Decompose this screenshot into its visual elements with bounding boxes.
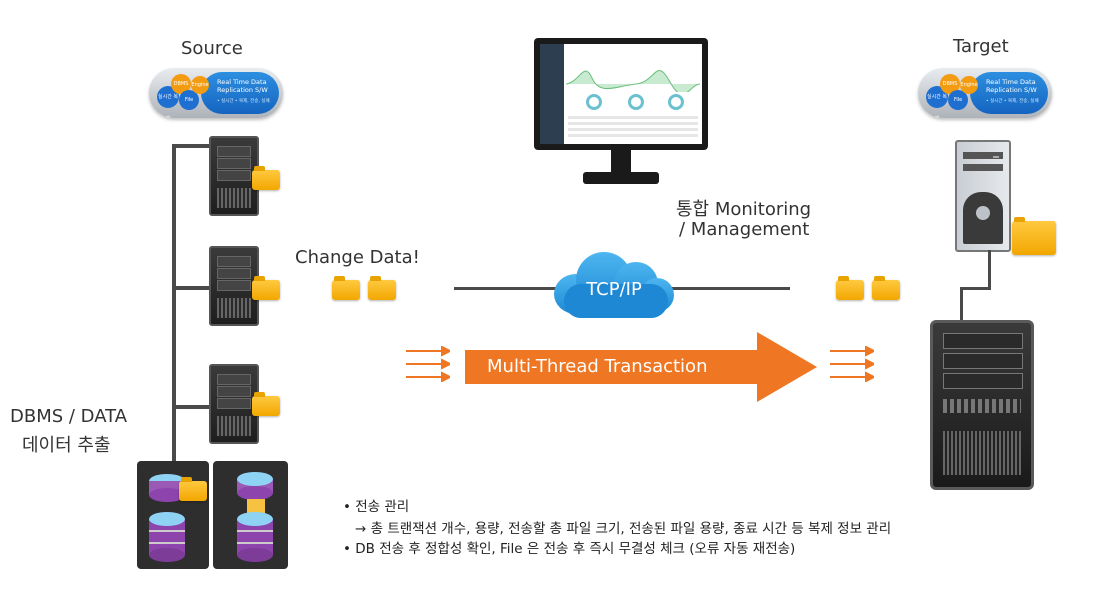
- pill-title-line2: Replication S/W: [986, 86, 1037, 94]
- database-icon: [237, 472, 273, 562]
- monitor-base: [583, 172, 659, 184]
- target-link-vertical-1: [988, 250, 991, 290]
- arrow-label: Multi-Thread Transaction: [487, 356, 708, 377]
- multi-thread-arrow: [465, 332, 817, 402]
- folder-icon: [252, 392, 280, 416]
- screen-table: [568, 116, 698, 138]
- target-software-pill: 실시간 복제 DBMS File Engine Real Time Data R…: [918, 68, 1052, 118]
- pill-subtitle: • 실시간 • 복제, 전송, 실패: [217, 99, 270, 104]
- pill-blue-half: [970, 72, 1048, 114]
- folder-icon: [872, 276, 900, 300]
- target-pc: [955, 140, 1011, 252]
- source-branch-3: [172, 405, 210, 409]
- source-branch-1: [172, 144, 210, 148]
- source-server-3: [209, 364, 259, 444]
- source-vertical-bus: [172, 144, 176, 462]
- pill-dot-engine: Engine: [191, 76, 209, 94]
- screen-sidebar: [540, 44, 564, 144]
- dbms-label-line2: 데이터 추출: [22, 435, 111, 456]
- pill-subtitle: • 실시간 • 복제, 전송, 실패: [986, 99, 1039, 104]
- source-software-pill: 실시간 복제 DBMS File Engine Real Time Data R…: [149, 68, 283, 118]
- database-icon: [149, 474, 185, 562]
- source-server-2: [209, 246, 259, 326]
- bullet-integrity-check: • DB 전송 후 정합성 확인, File 은 전송 후 즉시 무결성 체크 …: [343, 541, 796, 557]
- target-link-horizontal: [960, 287, 991, 290]
- tcpip-cloud: TCP/IP: [550, 246, 678, 322]
- folder-icon: [252, 166, 280, 190]
- target-label: Target: [953, 36, 1009, 57]
- thread-arrows-right: [830, 346, 874, 382]
- source-branch-2: [172, 286, 210, 290]
- folder-icon: [836, 276, 864, 300]
- bullet-transfer-management: • 전송 관리: [343, 499, 410, 515]
- screen-chart: [566, 70, 700, 92]
- pill-dot-dbms: DBMS: [940, 74, 960, 94]
- pill-title-line1: Real Time Data: [217, 78, 267, 86]
- pill-title-line2: Replication S/W: [217, 86, 268, 94]
- screen-gauge: [668, 94, 684, 110]
- cloud-label: TCP/IP: [586, 279, 642, 300]
- folder-icon: [332, 276, 360, 300]
- thread-arrows-left: [406, 346, 450, 382]
- screen-gauge: [628, 94, 644, 110]
- pill-title-line1: Real Time Data: [986, 78, 1036, 86]
- screen-gauge: [586, 94, 602, 110]
- pill-blue-half: [201, 72, 279, 114]
- pill-dot-file: File: [179, 90, 199, 110]
- bullet-transfer-details: → 총 트랜잭션 개수, 용량, 전송할 총 파일 크기, 전송된 파일 용량,…: [355, 521, 892, 537]
- monitoring-label-line2: / Management: [679, 219, 810, 240]
- pill-dot-file: File: [948, 90, 968, 110]
- pill-dot-dbms: DBMS: [171, 74, 191, 94]
- target-server: [930, 320, 1034, 490]
- monitoring-label-line1: 통합 Monitoring: [676, 199, 812, 220]
- database-box-2: [213, 461, 288, 569]
- database-box-1: [137, 461, 209, 569]
- monitor-neck: [611, 150, 631, 174]
- monitor: [534, 38, 708, 150]
- folder-icon: [1012, 217, 1056, 255]
- source-label: Source: [181, 38, 243, 59]
- target-link-vertical-2: [960, 287, 963, 323]
- folder-icon: [368, 276, 396, 300]
- monitor-screen: [540, 44, 702, 144]
- folder-icon: [252, 276, 280, 300]
- change-data-label: Change Data!: [295, 247, 420, 268]
- dbms-label-line1: DBMS / DATA: [10, 406, 128, 427]
- folder-icon: [179, 477, 207, 501]
- pill-dot-engine: Engine: [960, 76, 978, 94]
- source-server-1: [209, 136, 259, 216]
